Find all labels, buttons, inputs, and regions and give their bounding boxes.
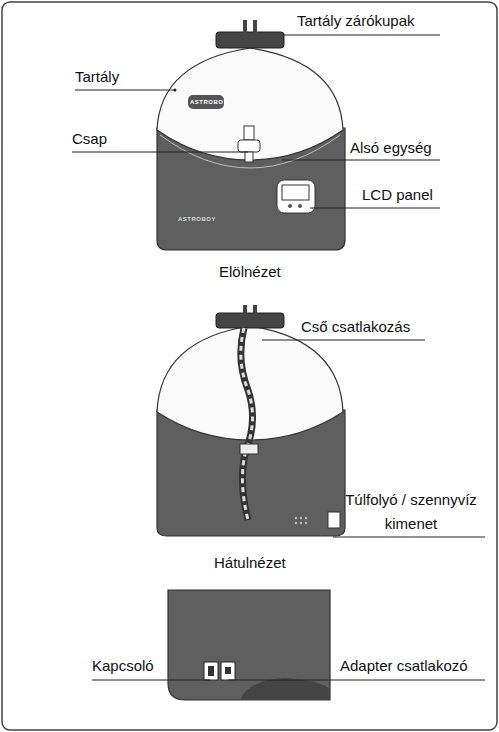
lcd-button <box>288 204 292 208</box>
switch-rocker <box>208 666 214 676</box>
part-label: Adapter csatlakozó <box>340 657 468 675</box>
side-detail <box>92 590 485 700</box>
view-title: Elölnézet <box>219 263 281 281</box>
tap-body <box>238 140 260 152</box>
cap-prong <box>243 20 247 33</box>
leader-dot <box>174 89 177 92</box>
vent <box>295 517 307 524</box>
part-label: Kapcsoló <box>92 657 154 675</box>
tube <box>241 328 253 520</box>
part-label: LCD panel <box>362 186 433 204</box>
leader-line <box>262 340 425 341</box>
lcd-button <box>298 204 302 208</box>
lcd-housing <box>277 180 315 213</box>
part-label: Tartály zárókupak <box>297 12 415 30</box>
tap-spout <box>245 152 253 162</box>
tube-twist <box>241 328 253 520</box>
part-label: Csap <box>72 130 107 148</box>
tank <box>157 48 343 160</box>
adapter-socket <box>221 662 235 680</box>
leader-line <box>72 152 248 153</box>
front-view <box>72 20 440 250</box>
leader-line <box>75 90 175 91</box>
tap-handle <box>244 126 254 140</box>
tank-cap <box>216 32 284 48</box>
base-arc <box>240 678 330 700</box>
leader-line <box>92 680 210 681</box>
leader-line <box>282 160 440 161</box>
cap-prong <box>253 305 257 314</box>
leader-line <box>283 35 440 36</box>
part-label: Túlfolyó / szennyvíz kimenet <box>336 488 486 536</box>
cap-prong <box>243 305 247 314</box>
cap-prong <box>253 20 257 33</box>
brand-logo: ASTROBOY <box>178 215 216 223</box>
leader-line <box>333 537 485 538</box>
socket-pin <box>225 667 231 674</box>
back-view <box>157 305 485 537</box>
lcd-screen <box>282 185 309 200</box>
part-label: Tartály <box>75 68 119 86</box>
unit-side <box>168 590 330 700</box>
power-switch <box>204 662 218 680</box>
leader-line <box>310 208 440 209</box>
view-title: Hátulnézet <box>214 554 286 572</box>
part-label: Cső csatlakozás <box>301 318 410 336</box>
tube-clip <box>240 444 258 454</box>
part-label: Alsó egység <box>350 139 432 157</box>
overflow-outlet <box>328 512 340 528</box>
brand-logo: ASTROBOY <box>190 98 228 106</box>
leader-line <box>228 680 485 681</box>
tank-cap <box>216 313 284 328</box>
